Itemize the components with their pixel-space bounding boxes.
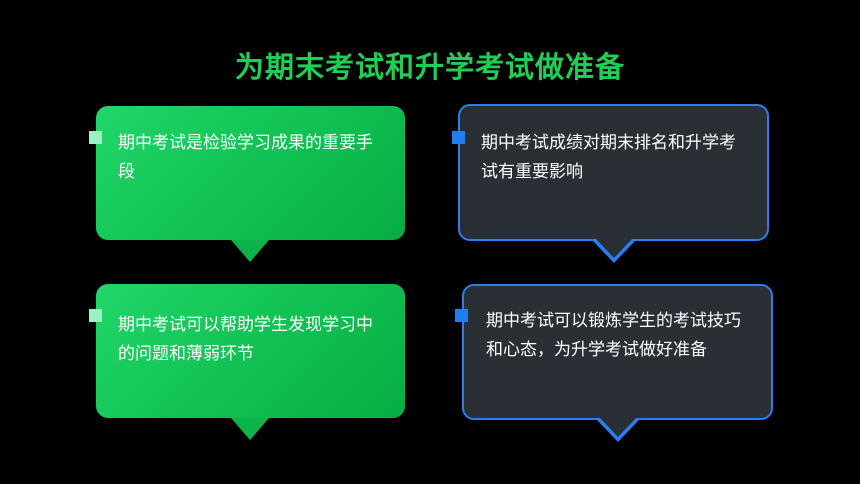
callout-card-1 xyxy=(96,106,405,262)
card-2-text: 期中考试成绩对期末排名和升学考试有重要影响 xyxy=(481,133,736,182)
card-3-text: 期中考试可以帮助学生发现学习中的问题和薄弱环节 xyxy=(118,315,373,364)
bullet-square-icon xyxy=(452,131,465,144)
card-1-text: 期中考试是检验学习成果的重要手段 xyxy=(118,133,373,182)
bullet-square-icon xyxy=(89,309,102,322)
callout-card-3 xyxy=(96,284,405,440)
callout-tail xyxy=(231,240,269,262)
slide-title: 为期末考试和升学考试做准备 xyxy=(234,50,625,84)
bullet-square-icon xyxy=(89,131,102,144)
callout-tail-fill xyxy=(596,239,632,258)
card-4-text: 期中考试可以锻炼学生的考试技巧和心态，为升学考试做好准备 xyxy=(486,311,741,360)
callout-tail xyxy=(231,418,269,440)
bullet-square-icon xyxy=(455,309,468,322)
callout-tail-fill xyxy=(600,418,636,437)
callout-card-4 xyxy=(462,284,773,442)
callout-card-2 xyxy=(458,104,769,263)
